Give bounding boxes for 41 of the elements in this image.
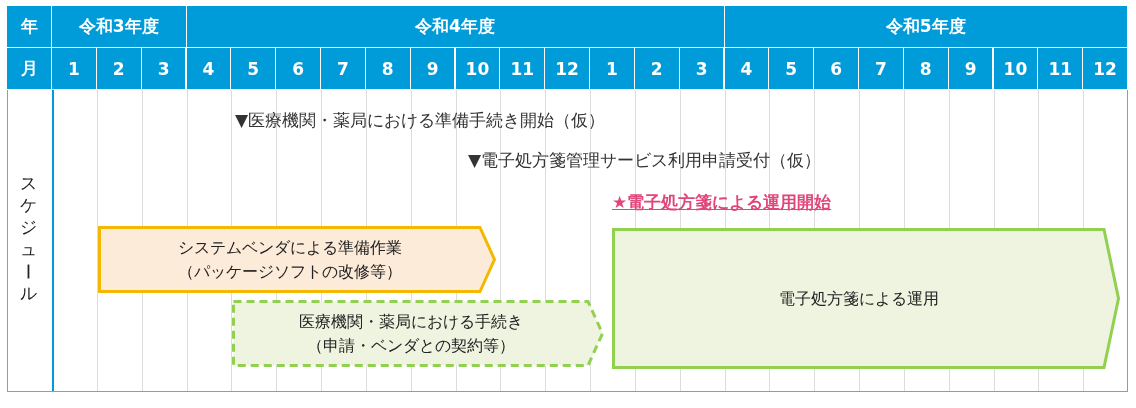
- fiscal-year-cell: 令和3年度: [52, 6, 187, 48]
- month-cell: 8: [903, 48, 949, 90]
- bar-text: （パッケージソフトの改修等）: [178, 260, 402, 283]
- row-header-cell: 年: [7, 6, 52, 48]
- month-cell: 1: [590, 48, 635, 90]
- bar-text: 医療機関・薬局における手続き: [299, 310, 523, 333]
- month-cell: 9: [410, 48, 456, 90]
- month-cell: 3: [679, 48, 725, 90]
- month-cell: 10: [993, 48, 1039, 90]
- month-cell: 5: [769, 48, 815, 90]
- schedule-bar: [612, 228, 1120, 369]
- month-cell: 5: [231, 48, 277, 90]
- month-cell: 2: [96, 48, 142, 90]
- month-cell: 1: [52, 48, 97, 90]
- month-cell: 11: [1038, 48, 1084, 90]
- month-cell: 8: [365, 48, 411, 90]
- milestone-note: ★電子処方箋による運用開始: [612, 191, 832, 214]
- milestone-note: ▼医療機関・薬局における準備手続き開始（仮）: [235, 109, 606, 132]
- month-cell: 12: [1083, 48, 1128, 90]
- month-cell: 6: [814, 48, 859, 90]
- month-cell: 4: [724, 48, 770, 90]
- schedule-bar: [98, 226, 496, 293]
- month-cell: 11: [500, 48, 546, 90]
- month-cell: 2: [634, 48, 680, 90]
- month-cell: 10: [455, 48, 501, 90]
- fiscal-year-cell: 令和5年度: [724, 6, 1128, 48]
- schedule-bar: [232, 300, 604, 367]
- month-cell: 6: [276, 48, 321, 90]
- milestone-note: ▼電子処方箋管理サービス利用申請受付（仮）: [468, 149, 822, 172]
- row-label: スケジュール: [18, 172, 38, 304]
- bar-text: （申請・ベンダとの契約等）: [307, 334, 515, 357]
- bar-text: システムベンダによる準備作業: [178, 236, 402, 259]
- bar-text: 電子処方箋による運用: [779, 287, 939, 310]
- month-cell: 7: [859, 48, 904, 90]
- month-cell: 12: [545, 48, 590, 90]
- row-header-cell: 月: [7, 48, 52, 90]
- month-cell: 3: [141, 48, 187, 90]
- month-cell: 9: [948, 48, 994, 90]
- fiscal-year-cell: 令和4年度: [186, 6, 725, 48]
- month-cell: 7: [321, 48, 366, 90]
- month-cell: 4: [186, 48, 232, 90]
